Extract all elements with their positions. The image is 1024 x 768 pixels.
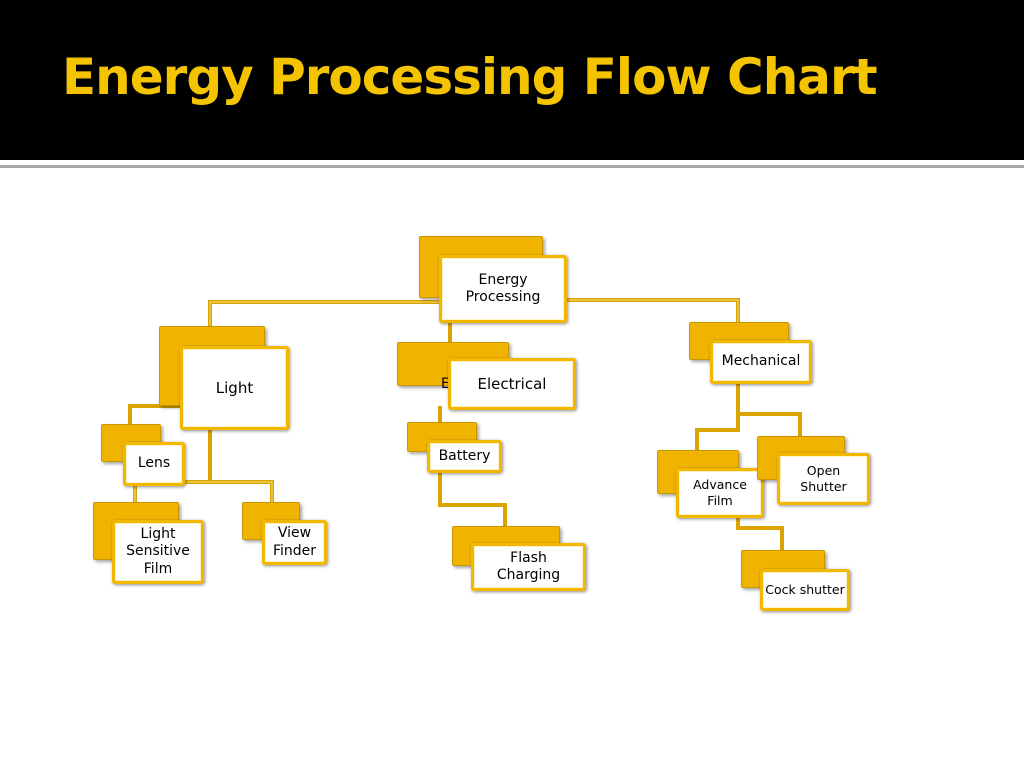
connector-mechanical-advance (695, 428, 740, 452)
node-mechanical-label: Mechanical (722, 353, 801, 371)
node-lens-label: Lens (138, 455, 170, 473)
title-bar (0, 0, 1024, 160)
label-line: Processing (465, 289, 541, 305)
connector-light-lens (128, 404, 182, 426)
node-electrical-hidden-label: Electrical (441, 376, 449, 392)
label-line: Sensitive (126, 543, 190, 560)
label-line: Cock shutter (765, 582, 845, 598)
label-line: Lens (137, 455, 171, 472)
node-cock-shutter-box: Cock shutter (760, 569, 850, 611)
label-line: Shutter (800, 479, 847, 494)
node-mechanical-box: Mechanical (710, 340, 812, 384)
label-line: Finder (272, 542, 317, 559)
connector-battery-flash (438, 470, 507, 528)
label-line: Electrical (477, 374, 547, 393)
label-line: Light (140, 525, 176, 542)
node-light-box: Light (180, 346, 289, 430)
label-line: Flash (510, 549, 547, 566)
node-electrical-box: Electrical (448, 358, 576, 410)
label-line: Light (215, 378, 254, 397)
label-line: Advance (693, 477, 747, 493)
label-line: Film (707, 493, 733, 508)
connector-root-mechanical (538, 298, 740, 324)
title-divider-shadow (0, 165, 1024, 168)
connector-advance-cock (736, 514, 784, 552)
slide-title: Energy Processing Flow Chart (62, 48, 878, 106)
label-line: View (277, 525, 312, 541)
connector-mechanical-open (736, 412, 802, 438)
label-line: Battery (438, 447, 491, 464)
node-electrical-peek-text: Electrical (441, 376, 449, 392)
label-line: Film (143, 560, 173, 577)
node-battery-label: Battery (439, 448, 491, 466)
node-electrical-label: Electrical (478, 375, 547, 394)
label-line: Energy (478, 271, 528, 288)
label-line: Charging (496, 567, 561, 583)
label-line: Mechanical (721, 353, 801, 370)
node-light-label: Light (216, 379, 253, 398)
node-battery-box: Battery (427, 440, 502, 473)
node-cock-shutter-label: Cock shutter (765, 582, 844, 598)
title-divider (0, 160, 1024, 164)
connector-root-light (208, 300, 472, 328)
node-lens-box: Lens (123, 442, 185, 486)
label-line: Open (806, 463, 841, 479)
connector-light-viewfinder (208, 480, 274, 504)
